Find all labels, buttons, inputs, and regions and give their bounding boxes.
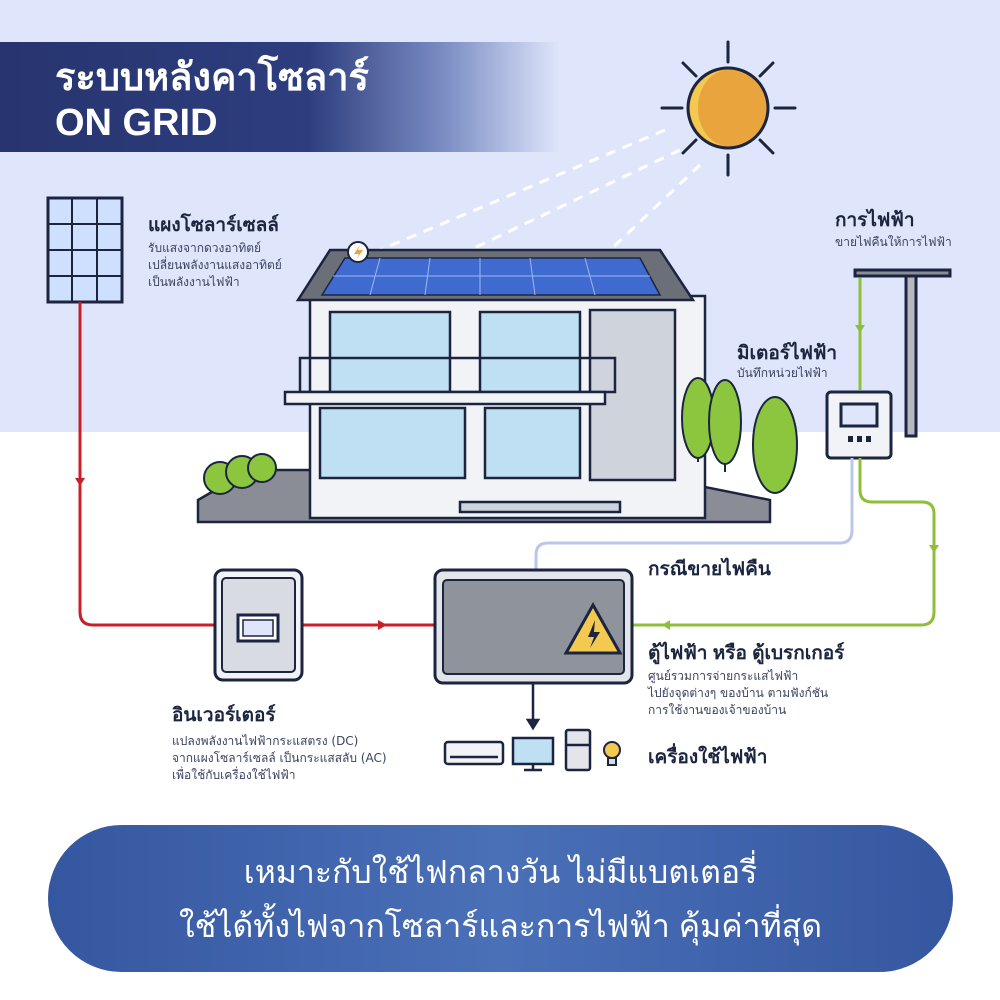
desc-line: จากแผงโซลาร์เซลล์ เป็นกระแสสลับ (AC) (172, 751, 387, 765)
desc-line: ไปยังจุดต่างๆ ของบ้าน ตามฟังก์ชัน (648, 686, 829, 700)
solar-panel-desc: รับแสงจากดวงอาทิตย์ เปลี่ยนพลังงานแสงอาท… (148, 240, 282, 291)
sell-back-label: กรณีขายไฟคืน (648, 559, 771, 580)
light-bulb-icon (603, 741, 621, 766)
tv-icon (511, 736, 555, 772)
dc-line-arrows (75, 478, 387, 630)
house-illustration (196, 248, 772, 524)
grid-line-arrows (662, 325, 939, 630)
summary-banner: เหมาะกับใช้ไฟกลางวัน ไม่มีแบตเตอรี่ ใช้ไ… (48, 825, 953, 972)
meter-heading: มิเตอร์ไฟฟ้า (737, 343, 838, 364)
breaker-heading: ตู้ไฟฟ้า หรือ ตู้เบรกเกอร์ (648, 643, 845, 664)
solar-panel-icon (46, 196, 124, 304)
dc-line (78, 302, 435, 627)
grid-line (632, 278, 936, 627)
desc-line: แปลงพลังงานไฟฟ้ากระแสตรง (DC) (172, 734, 359, 748)
meter-desc: บันทึกหน่วยไฟฟ้า (737, 366, 828, 380)
title-line-2: ON GRID (55, 102, 218, 144)
sell-back-line (534, 458, 854, 570)
banner-line-1: เหมาะกับใช้ไฟกลางวัน ไม่มีแบตเตอรี่ (243, 854, 758, 890)
inverter-icon (213, 568, 304, 682)
desc-line: การใช้งานของเจ้าของบ้าน (648, 703, 787, 717)
sun-icon (660, 40, 797, 177)
air-conditioner-icon (443, 740, 505, 766)
desc-line: รับแสงจากดวงอาทิตย์ (148, 241, 262, 255)
lightning-badge-icon (347, 241, 369, 263)
sunlight-rays (379, 128, 702, 252)
inverter-desc: แปลงพลังงานไฟฟ้ากระแสตรง (DC) จากแผงโซลา… (172, 733, 387, 784)
solar-panel-heading: แผงโซลาร์เซลล์ (148, 215, 279, 236)
power-pole-icon (853, 268, 952, 438)
appliance-line (525, 683, 541, 731)
title-band (0, 42, 560, 152)
title-line-1: ระบบหลังคาโซลาร์ (55, 57, 369, 99)
bushes (203, 453, 277, 495)
breaker-box-icon (433, 568, 634, 685)
desc-line: เปลี่ยนพลังงานแสงอาทิตย์ (148, 258, 282, 272)
trees (681, 377, 798, 494)
grid-desc: ขายไฟคืนให้การไฟฟ้า (835, 235, 952, 249)
refrigerator-icon (564, 728, 592, 772)
breaker-desc: ศูนย์รวมการจ่ายกระแสไฟฟ้า ไปยังจุดต่างๆ … (648, 668, 828, 719)
banner-line-2: ใช้ได้ทั้งไฟจากโซลาร์และการไฟฟ้า คุ้มค่า… (179, 908, 822, 944)
desc-line: เป็นพลังงานไฟฟ้า (148, 275, 240, 289)
desc-line: ศูนย์รวมการจ่ายกระแสไฟฟ้า (648, 669, 799, 683)
inverter-heading: อินเวอร์เตอร์ (172, 705, 276, 726)
desc-line: เพื่อใช้กับเครื่องใช้ไฟฟ้า (172, 768, 296, 782)
electric-meter-icon (825, 390, 893, 460)
grid-heading: การไฟฟ้า (835, 210, 915, 231)
appliances-heading: เครื่องใช้ไฟฟ้า (648, 747, 768, 768)
